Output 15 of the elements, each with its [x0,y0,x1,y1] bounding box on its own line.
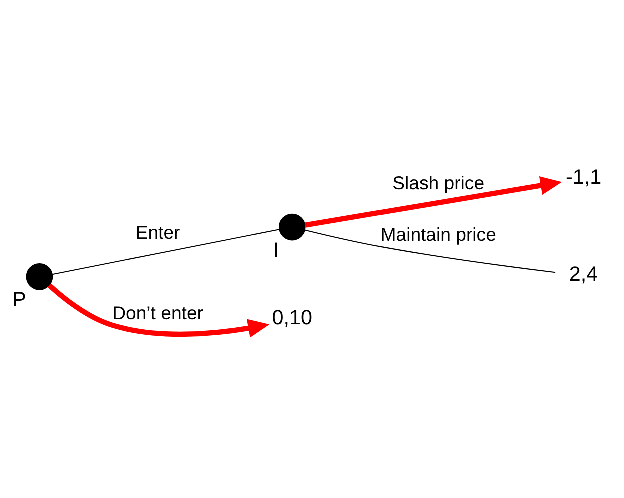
connector [304,230,556,274]
edge-label: Enter [136,222,180,244]
node-circle [278,214,306,241]
node-text: -1,1 [566,166,602,189]
edge-label: Don’t enter [112,302,204,324]
arrow [48,284,270,338]
edge-label: Slash price [392,172,485,194]
node-circle [26,263,54,290]
arrow [305,176,562,228]
node-label: I [273,238,280,262]
node-text: 0,10 [272,306,312,330]
edge-label: Maintain price [380,224,496,246]
connector [52,229,280,276]
node-text: 2,4 [569,263,598,286]
node-label: P [12,288,26,312]
